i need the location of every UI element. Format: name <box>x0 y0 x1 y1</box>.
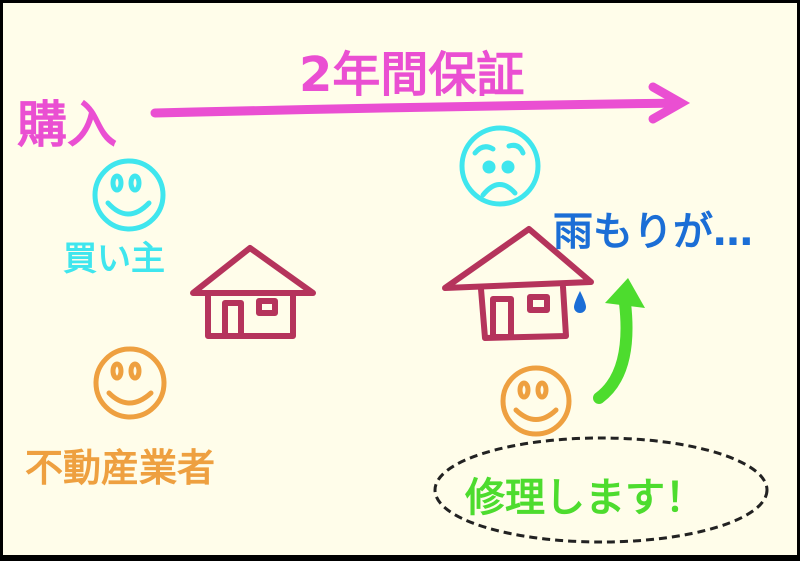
leak-label: 雨もりが… <box>553 209 753 255</box>
buyer-label: 買い主 <box>63 239 165 279</box>
water-drop-icon <box>574 291 586 313</box>
warranty-arrow <box>150 82 691 124</box>
house-icon <box>190 245 316 339</box>
purchase-label: 購入 <box>17 96 117 154</box>
agent-smiley-icon <box>93 346 167 420</box>
illustration-canvas: 2年間保証 購入 買い主 不動産業者 雨もりが… 修理します！ <box>3 3 797 555</box>
leaking-house-icon <box>442 226 594 341</box>
repair-arrow-icon <box>593 278 645 404</box>
drawing <box>92 82 769 544</box>
worried-buyer-face-icon <box>459 125 541 207</box>
speech-bubble <box>433 436 769 544</box>
repair-label: 修理します！ <box>465 475 705 521</box>
buyer-smiley-icon <box>92 158 166 232</box>
repairing-agent-smiley-icon <box>500 365 572 437</box>
warranty-title: 2年間保証 <box>299 47 525 103</box>
agent-label: 不動産業者 <box>25 446 216 490</box>
